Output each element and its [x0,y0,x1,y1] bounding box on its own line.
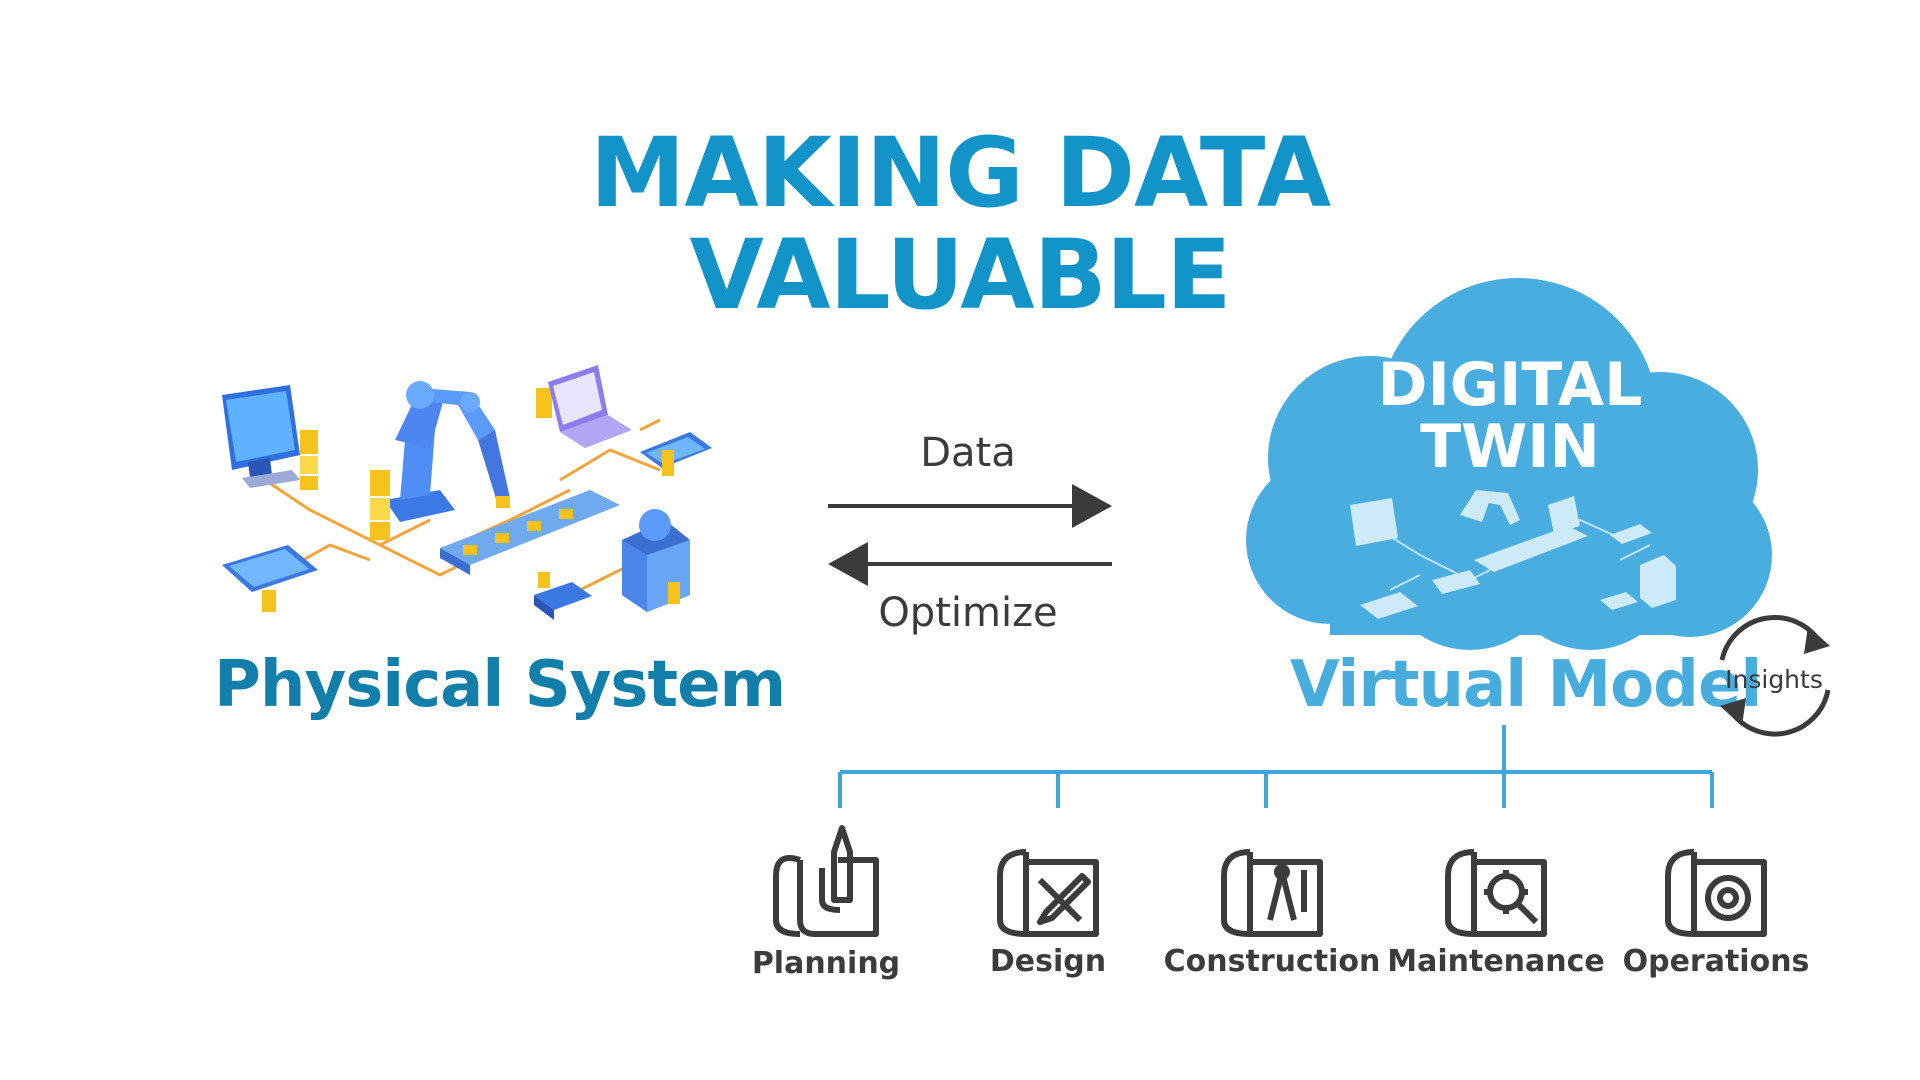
data-flow-label: Data [920,430,1016,476]
cloud-title-line1: DIGITAL [1377,350,1643,420]
optimize-flow-label: Optimize [878,590,1058,636]
virtual-model-label: Virtual Model [1290,648,1762,722]
data-arrow [828,484,1112,528]
cloud-shape [1246,278,1772,650]
server-icon [622,509,690,612]
insights-label: Insights [1725,665,1823,694]
conveyor-belt-icon [440,490,620,575]
category-planning: Planning [751,946,901,981]
gear-cycle-blueprint-icon [1665,849,1767,937]
page-title-line1: MAKING DATA [589,117,1331,229]
data-stack-icon [370,388,552,540]
mini-factory-devices [1350,490,1676,619]
category-operations: Operations [1622,944,1810,979]
category-maintenance: Maintenance [1387,944,1605,979]
cloud-title-line2: TWIN [1420,412,1600,482]
optimize-arrow [828,542,1112,586]
tablet-icon [222,545,318,612]
ruler-pencil-blueprint-icon [997,849,1099,937]
compass-blueprint-icon [1221,849,1323,937]
robot-arm-icon [385,381,510,522]
pen-blueprint-icon [773,825,879,937]
monitor-icon [222,385,300,488]
router-icon [534,572,592,620]
page-title-line2: VALUABLE [689,219,1231,331]
category-design: Design [989,944,1107,979]
wrench-gear-blueprint-icon [1445,849,1547,937]
data-stack-icon [300,430,318,490]
tablet-icon [640,432,712,476]
category-construction: Construction [1163,944,1381,979]
laptop-icon [548,365,632,448]
physical-system-label: Physical System [214,648,786,722]
